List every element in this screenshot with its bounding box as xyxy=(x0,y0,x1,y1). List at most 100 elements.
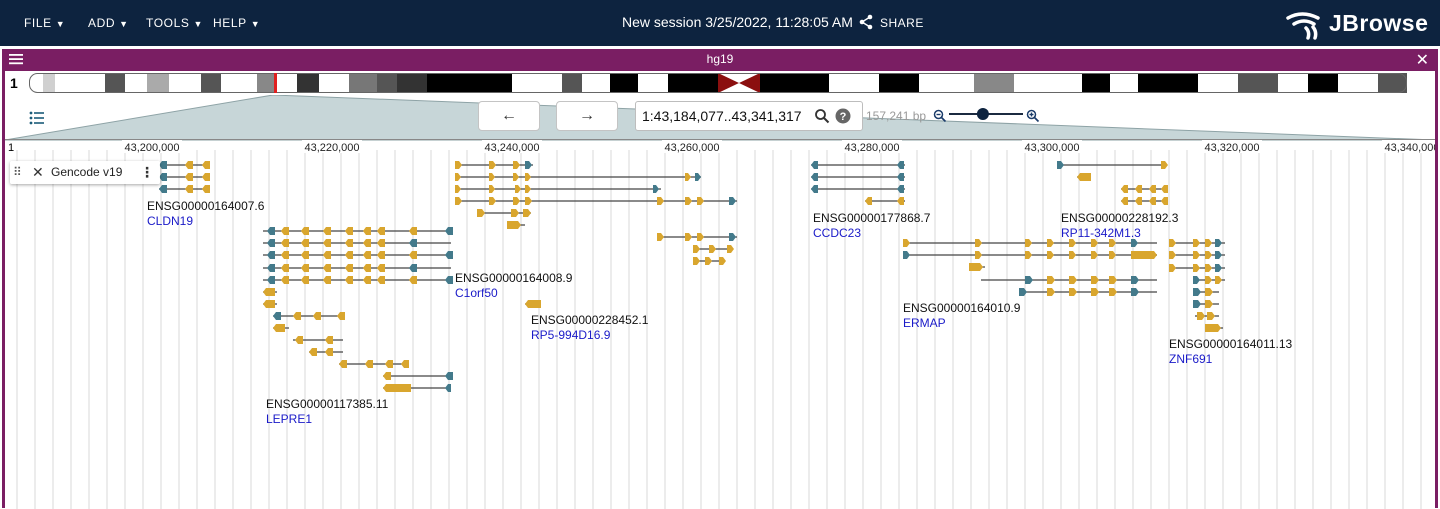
transcript[interactable] xyxy=(1195,312,1219,320)
gene-name-label[interactable]: CLDN19 xyxy=(147,214,193,228)
transcript[interactable] xyxy=(293,336,343,344)
transcript[interactable] xyxy=(263,276,453,284)
transcript[interactable] xyxy=(1193,288,1219,296)
transcript[interactable] xyxy=(1077,173,1091,181)
transcript[interactable] xyxy=(455,197,737,205)
svg-text:?: ? xyxy=(840,111,847,123)
gene-name-label[interactable]: RP11-342M1.3 xyxy=(1061,226,1141,240)
gene-id-label: ENSG00000164010.9 xyxy=(903,301,1021,315)
transcript[interactable] xyxy=(693,257,726,265)
zoom-in-icon[interactable] xyxy=(1026,109,1040,123)
transcript[interactable] xyxy=(903,239,1157,247)
transcript[interactable] xyxy=(1169,264,1225,272)
transcript[interactable] xyxy=(159,173,210,181)
drag-handle-icon[interactable]: ⠿ xyxy=(13,165,22,179)
ruler-tick-label: 43,240,000 xyxy=(484,142,539,154)
zoom-slider[interactable] xyxy=(949,107,1023,121)
share-button[interactable]: SHARE xyxy=(858,0,924,46)
transcript[interactable] xyxy=(455,161,533,169)
transcript[interactable] xyxy=(865,197,905,205)
more-vert-icon[interactable]: ⋮ xyxy=(140,164,154,180)
transcript[interactable] xyxy=(1019,288,1157,296)
menu-help[interactable]: HELP▼ xyxy=(213,0,260,46)
menu-add[interactable]: ADD▼ xyxy=(88,0,129,46)
transcript[interactable] xyxy=(383,384,451,392)
centromere-left xyxy=(718,73,739,93)
transcript[interactable] xyxy=(969,263,985,271)
gene-name-label[interactable]: LEPRE1 xyxy=(266,412,312,426)
transcript[interactable] xyxy=(1169,239,1225,247)
ref-name: 1 xyxy=(10,75,18,91)
gene-name-label[interactable]: CCDC23 xyxy=(813,226,861,240)
transcript[interactable] xyxy=(455,173,701,181)
transcript[interactable] xyxy=(811,185,905,193)
centromere-right xyxy=(739,73,760,93)
transcript[interactable] xyxy=(263,288,277,296)
transcript[interactable] xyxy=(159,185,210,193)
transcript[interactable] xyxy=(263,227,453,235)
close-icon[interactable]: ✕ xyxy=(32,164,44,180)
transcript[interactable] xyxy=(1169,251,1225,259)
transcript[interactable] xyxy=(159,161,210,169)
transcript[interactable] xyxy=(455,185,661,193)
gene-name-label[interactable]: C1orf50 xyxy=(455,286,498,300)
track-list-icon[interactable] xyxy=(29,111,45,125)
transcript[interactable] xyxy=(1121,185,1168,193)
menu-tools[interactable]: TOOLS▼ xyxy=(146,0,203,46)
transcript[interactable] xyxy=(1205,324,1223,332)
transcript[interactable] xyxy=(811,173,905,181)
help-icon[interactable]: ? xyxy=(835,108,851,124)
bp-count: 157,241 bp xyxy=(866,109,927,123)
pan-left-button[interactable]: ← xyxy=(478,101,540,131)
gene-id-label: ENSG00000117385.11 xyxy=(266,397,389,411)
zoom-out-icon[interactable] xyxy=(933,109,947,123)
caret-down-icon: ▼ xyxy=(250,19,261,29)
gene-name-label[interactable]: ERMAP xyxy=(903,316,946,330)
transcript[interactable] xyxy=(1193,276,1225,284)
tick-label-bg xyxy=(482,140,542,153)
transcript[interactable] xyxy=(477,209,531,217)
linear-genome-view: hg19 ✕ 1 ← → 1:43,184,077..43,341,317 ? … xyxy=(2,49,1438,509)
gene-name-label[interactable]: ZNF691 xyxy=(1169,352,1213,366)
transcript[interactable] xyxy=(273,324,289,332)
transcript[interactable] xyxy=(903,251,1157,259)
ideogram[interactable]: 1 xyxy=(5,71,1435,95)
transcript[interactable] xyxy=(1057,161,1168,169)
transcript[interactable] xyxy=(263,264,451,272)
transcript[interactable] xyxy=(1121,197,1168,205)
track-label: ⠿ ✕ Gencode v19 ⋮ xyxy=(10,161,160,184)
hamburger-icon[interactable] xyxy=(9,53,23,65)
transcript[interactable] xyxy=(383,372,453,380)
menu-tools-label: TOOLS xyxy=(146,16,190,30)
ruler-tick-label: 43,260,000 xyxy=(664,142,719,154)
tick-label-bg xyxy=(1382,140,1435,153)
transcript[interactable] xyxy=(657,233,737,241)
pan-right-button[interactable]: → xyxy=(556,101,618,131)
gene-id-label: ENSG00000177868.7 xyxy=(813,211,931,225)
transcript[interactable] xyxy=(693,245,734,253)
transcript[interactable] xyxy=(1193,300,1219,308)
transcript[interactable] xyxy=(263,251,453,259)
menu-file[interactable]: FILE▼ xyxy=(24,0,65,46)
transcript[interactable] xyxy=(263,300,277,308)
transcript[interactable] xyxy=(811,161,905,169)
transcript[interactable] xyxy=(525,300,541,308)
menu-add-label: ADD xyxy=(88,16,116,30)
transcript[interactable] xyxy=(1131,251,1157,259)
transcript[interactable] xyxy=(273,312,345,320)
gene-features[interactable]: ENSG00000164007.6CLDN19ENSG00000117385.1… xyxy=(5,139,1435,509)
share-label: SHARE xyxy=(880,16,924,30)
search-icon[interactable] xyxy=(814,108,830,124)
transcript[interactable] xyxy=(309,348,343,356)
transcript[interactable] xyxy=(981,276,1157,284)
chromosome-ideogram[interactable] xyxy=(29,73,1407,93)
gene-name-label[interactable]: RP5-994D16.9 xyxy=(531,328,611,342)
gene-id-label: ENSG00000164007.6 xyxy=(147,199,265,213)
session-title[interactable]: New session 3/25/2022, 11:28:05 AM xyxy=(622,14,853,30)
location-input[interactable]: 1:43,184,077..43,341,317 xyxy=(635,101,863,131)
transcript[interactable] xyxy=(263,239,451,247)
close-icon[interactable]: ✕ xyxy=(1415,52,1429,69)
gene-id-label: ENSG00000164008.9 xyxy=(455,271,573,285)
transcript[interactable] xyxy=(339,360,409,368)
transcript[interactable] xyxy=(507,221,525,229)
